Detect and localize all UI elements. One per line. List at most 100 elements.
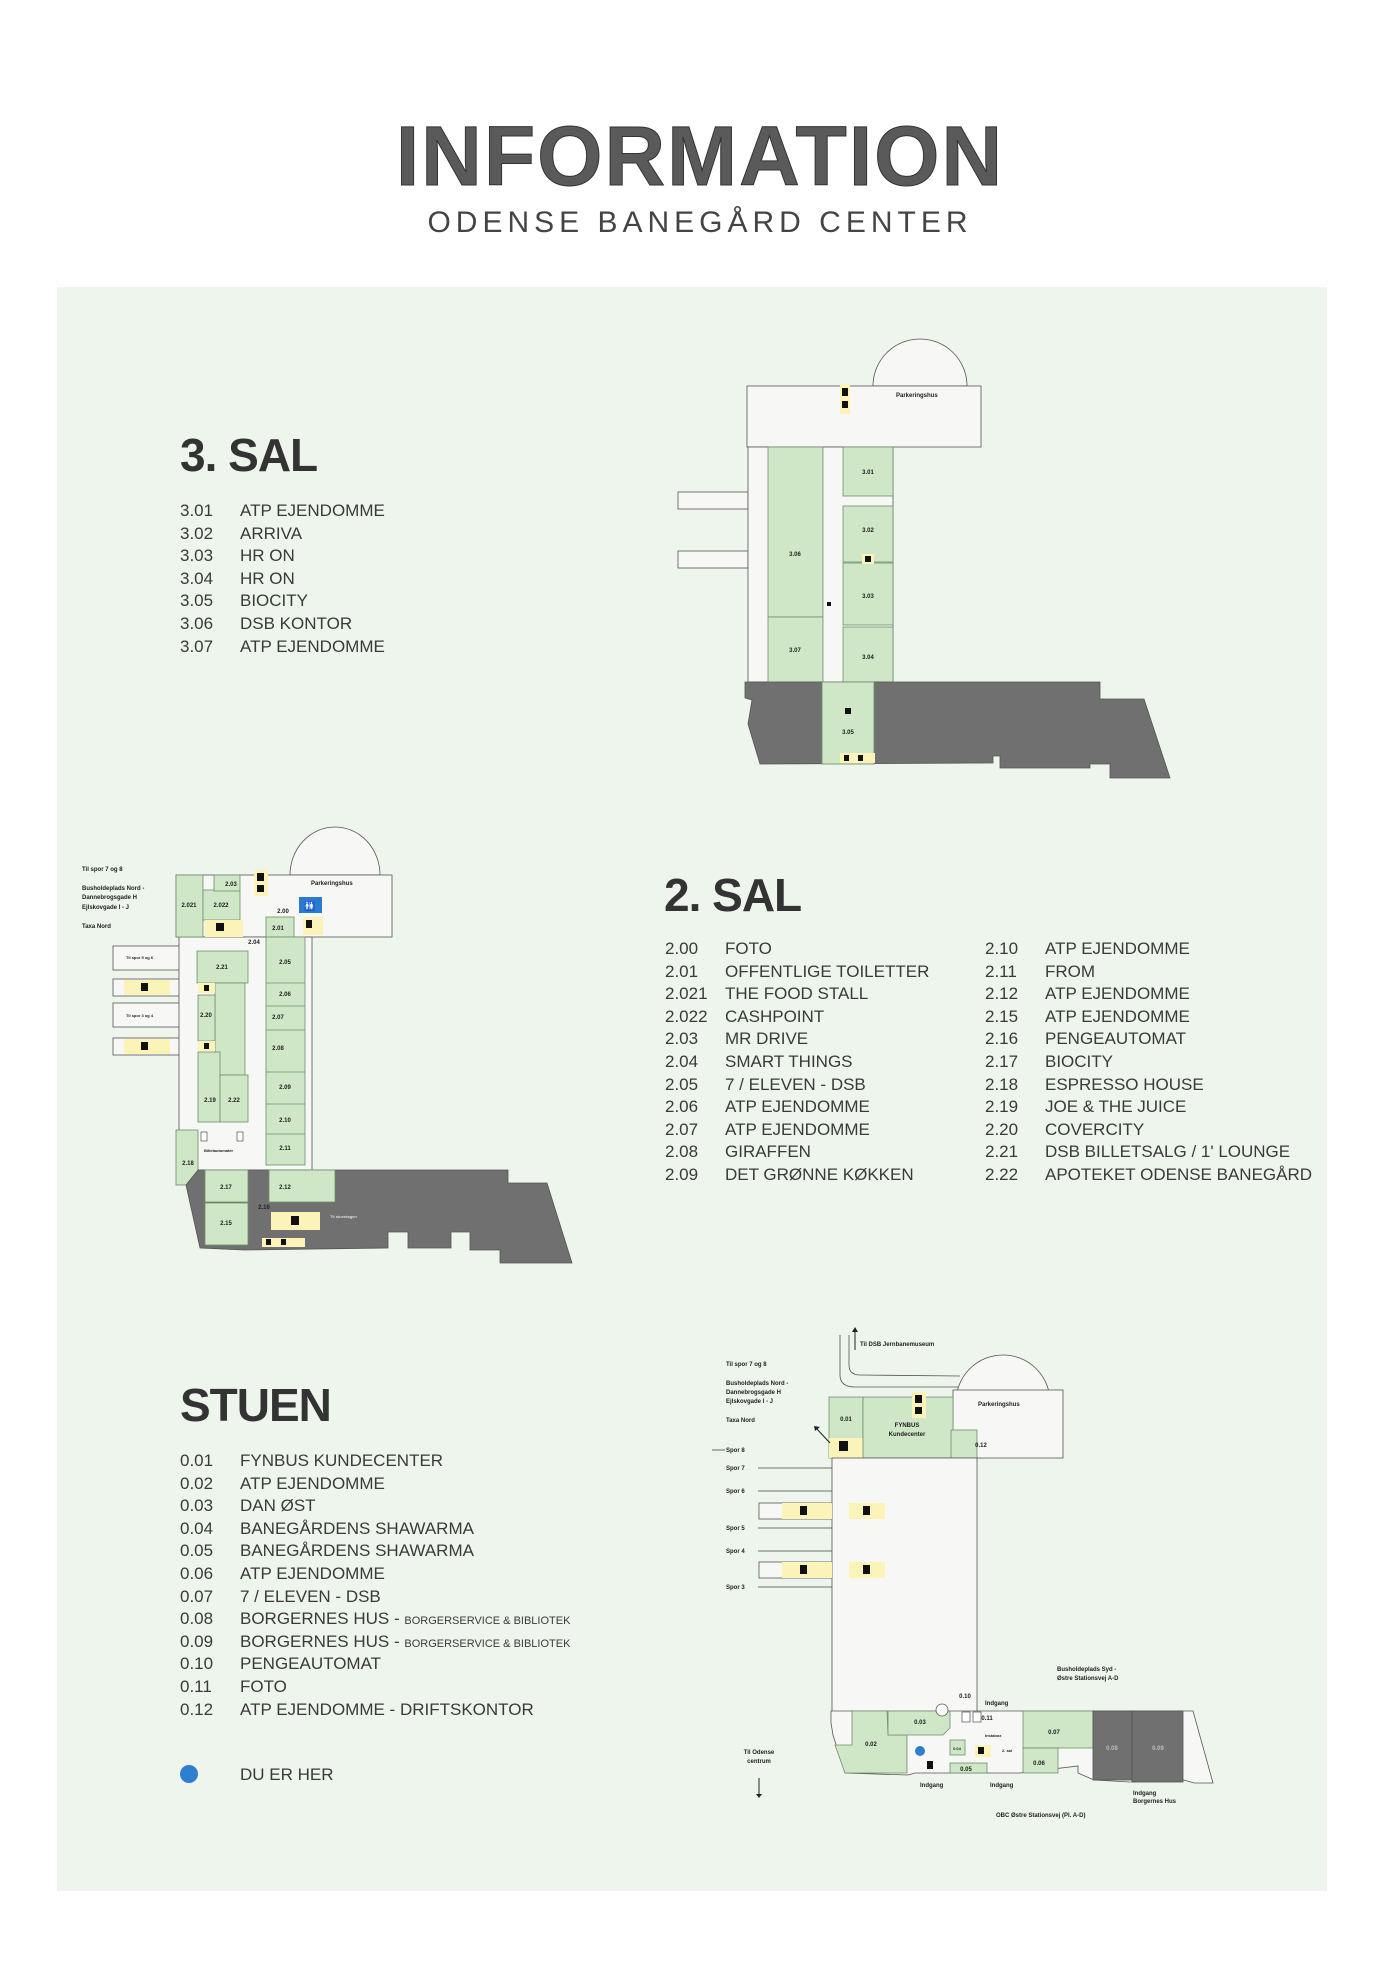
map-shape: 2.04 <box>248 940 260 946</box>
map-label: Ejlskovgade I - J <box>726 1399 773 1405</box>
room-3.01 <box>842 446 894 497</box>
floor3-map: Parkeringshus 3.013.023.033.043.063.073.… <box>677 338 1171 779</box>
map-shape: 2.20 <box>200 1013 212 1019</box>
escalator-icon <box>858 755 863 761</box>
tenant-name: ATP EJENDOMME <box>240 501 385 520</box>
map-shape <box>840 384 850 414</box>
directory-row: 2.06 ATP EJENDOMME <box>665 1096 929 1119</box>
unit-number: 2.12 <box>985 984 1019 1004</box>
map-shape: 3.04 <box>862 655 874 661</box>
map-shape: 2.12 <box>279 1185 291 1191</box>
unit-number: 2.04 <box>665 1051 699 1071</box>
room-0.05 <box>949 1762 988 1774</box>
unit-number: 0.06 <box>180 1563 214 1583</box>
tenant-name: ATP EJENDOMME <box>240 1473 385 1493</box>
map-label: Spor 5 <box>726 1526 745 1532</box>
tenant-name: ATP EJENDOMME <box>725 1119 870 1139</box>
unit-number: 2.01 <box>665 961 699 981</box>
tenant-name: ATP EJENDOMME <box>725 1097 870 1117</box>
map-shape: 2.07 <box>272 1015 284 1021</box>
map-shape: 0.07 <box>1048 1730 1060 1736</box>
page-title: INFORMATION <box>395 109 1005 204</box>
map-shape: 3.02 <box>862 528 874 534</box>
directory-row: 2.20 COVERCITY <box>985 1119 1312 1142</box>
room-3.05 <box>821 681 875 765</box>
map-shape <box>266 982 305 1135</box>
map-shape <box>200 1131 208 1142</box>
toilet-glyph: 🚻 <box>304 900 315 911</box>
unit-number: 3.02 <box>180 523 214 543</box>
unit-number: 0.03 <box>180 1496 214 1516</box>
map-label: Parkeringshus <box>978 1402 1020 1408</box>
map-shape <box>677 491 749 510</box>
map-label: Dannebrogsgade H <box>82 895 137 901</box>
unit-number: 2.10 <box>985 939 1019 958</box>
directory-row: 0.01 FYNBUS KUNDECENTER <box>180 1450 570 1473</box>
room-0.04 <box>949 1739 966 1756</box>
map-label: OBC Østre Stationsvej (Pl. A-D) <box>996 1813 1085 1819</box>
unit-number: 0.12 <box>180 1699 214 1719</box>
tenant-name: ATP EJENDOMME <box>1045 1006 1190 1026</box>
elevator-icon <box>306 920 312 928</box>
unit-number: 0.01 <box>180 1451 214 1470</box>
tenant-name: FYNBUS KUNDECENTER <box>240 1451 444 1470</box>
tenant-name: FROM <box>1045 961 1096 981</box>
map-shape <box>756 1794 762 1798</box>
map-label: Billetautomater <box>204 1148 234 1153</box>
unit-number: 3.04 <box>180 568 214 588</box>
room-2.15 <box>204 1202 249 1246</box>
map-shape: 0.06 <box>1033 1761 1045 1767</box>
map-label: Indgang <box>920 1783 944 1789</box>
map-label: 2. sal <box>1002 1748 1012 1753</box>
map-shape: 0.11 <box>981 1716 993 1722</box>
escalator-icon <box>800 1565 807 1574</box>
room-2.21 <box>196 950 249 984</box>
map-shape: 2.21 <box>216 965 228 971</box>
map-shape: 2.022 <box>213 903 229 909</box>
unit-number: 3.03 <box>180 546 214 566</box>
map-label: Borgernes Hus <box>1133 1799 1177 1805</box>
map-label: Til stueetagen <box>330 1214 357 1219</box>
room-3.06 <box>767 446 824 618</box>
unit-number: 0.07 <box>180 1586 214 1606</box>
map-shape <box>236 1131 244 1142</box>
tenant-name: BANEGÅRDENS SHAWARMA <box>240 1518 474 1538</box>
room-2.022 <box>202 889 241 921</box>
tenant-name: ATP EJENDOMME - DRIFTSKONTOR <box>240 1699 534 1719</box>
map-shape: 3.013.023.033.043.063.073.05 <box>789 470 874 736</box>
map-label: Østre Stationsvej A-D <box>1057 1676 1119 1682</box>
room-0.09 <box>1131 1710 1184 1783</box>
unit-number: 2.06 <box>665 1097 699 1117</box>
map-shape: 3.07 <box>789 648 801 654</box>
tenant-name: APOTEKET ODENSE BANEGÅRD <box>1045 1164 1313 1184</box>
map-label: Indgang <box>985 1701 1009 1707</box>
map-shape: 2.06 <box>279 992 291 998</box>
room-2.22 <box>219 1074 249 1123</box>
escalator-icon <box>281 1239 286 1245</box>
right-shops <box>265 936 306 1166</box>
map-shape: 2.19 <box>204 1098 216 1104</box>
unit-number: 0.11 <box>180 1676 212 1696</box>
you-are-here-icon <box>180 1765 198 1783</box>
tenant-name: ATP EJENDOMME <box>240 636 385 656</box>
tenant-name: COVERCITY <box>1045 1119 1145 1139</box>
map-shape: 2.11 <box>279 1146 291 1152</box>
unit-number: 2.20 <box>985 1119 1019 1139</box>
